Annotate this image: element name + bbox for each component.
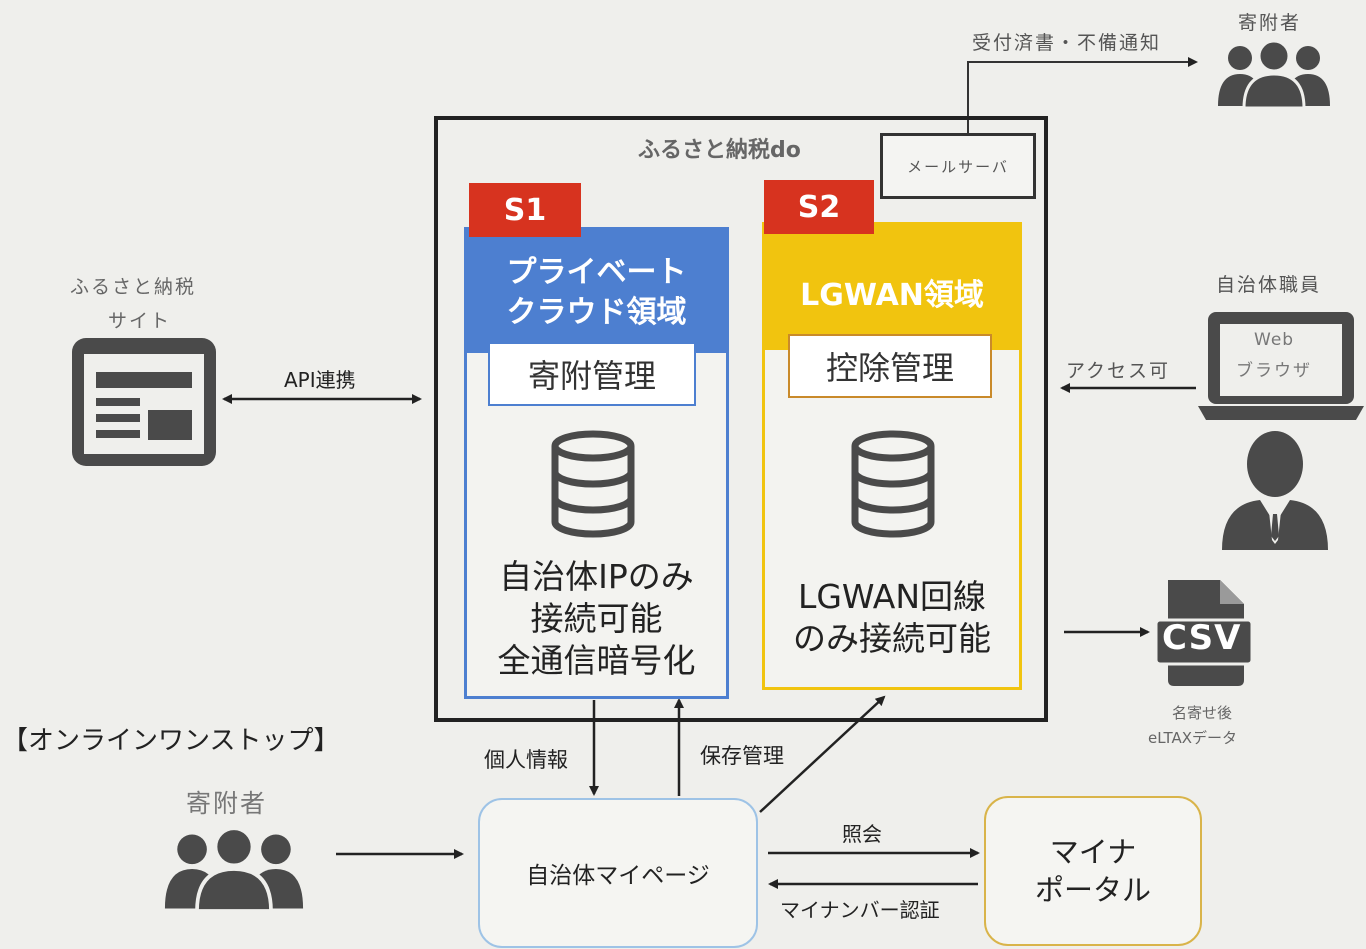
s1-header-line1: プライベート bbox=[506, 255, 687, 290]
lgwan-arrow bbox=[759, 695, 886, 813]
s1-database-icon bbox=[551, 430, 635, 538]
donor-group-icon bbox=[1218, 40, 1330, 108]
laptop-icon bbox=[1198, 312, 1364, 420]
inquiry-label: 照会 bbox=[842, 822, 882, 846]
notice-label: 受付済書・不備通知 bbox=[972, 32, 1162, 54]
staff-person-icon bbox=[1222, 431, 1328, 550]
staff-label: 自治体職員 bbox=[1216, 274, 1322, 296]
s1-description: 自治体IPのみ 接続可能 全通信暗号化 bbox=[464, 556, 729, 682]
mypage-label: 自治体マイページ bbox=[526, 863, 710, 889]
browser-label-line2: ブラウザ bbox=[1236, 361, 1312, 381]
s2-text-line2: のみ接続可能 bbox=[793, 619, 991, 658]
csv-file-icon bbox=[1156, 580, 1252, 686]
portal-label-line1: マイナ bbox=[1049, 835, 1137, 869]
storage-label: 保存管理 bbox=[700, 744, 784, 768]
notice-arrow bbox=[967, 57, 1198, 133]
section-title: 【オンラインワンストップ】 bbox=[2, 726, 340, 756]
myna-portal-box[interactable]: マイナ ポータル bbox=[984, 796, 1202, 946]
system-title: ふるさと納税do bbox=[638, 138, 801, 163]
s1-header-line2: クラウド領域 bbox=[506, 295, 687, 330]
csv-label-line1: 名寄せ後 bbox=[1172, 704, 1233, 722]
portal-label-line2: ポータル bbox=[1034, 873, 1151, 907]
mypage-box[interactable]: 自治体マイページ bbox=[478, 798, 758, 948]
access-label: アクセス可 bbox=[1066, 360, 1171, 382]
s1-management-label: 寄附管理 bbox=[527, 357, 656, 395]
s1-text-line3: 全通信暗号化 bbox=[497, 641, 696, 680]
site-label-line2: サイト bbox=[108, 310, 172, 332]
mynumber-auth-label: マイナンバー認証 bbox=[780, 898, 940, 922]
s1-text-line1: 自治体IPのみ bbox=[499, 557, 694, 596]
s1-text-line2: 接続可能 bbox=[530, 599, 663, 638]
s2-database-icon bbox=[851, 430, 935, 538]
csv-label-line2: eLTAXデータ bbox=[1148, 729, 1238, 747]
api-link-label: API連携 bbox=[284, 368, 356, 392]
s1-management-box: 寄附管理 bbox=[488, 342, 696, 406]
site-label-line1: ふるさと納税 bbox=[70, 276, 197, 298]
top-donor-label: 寄附者 bbox=[1238, 12, 1302, 34]
s2-text-line1: LGWAN回線 bbox=[797, 577, 987, 616]
mail-server-label: メールサーバ bbox=[907, 157, 1009, 176]
browser-label-line1: Web bbox=[1254, 330, 1295, 350]
s2-tag: S2 bbox=[764, 180, 874, 234]
system-boundary bbox=[434, 116, 1048, 722]
s1-tag: S1 bbox=[469, 183, 581, 237]
mail-server-box: メールサーバ bbox=[880, 133, 1036, 199]
personal-info-label: 個人情報 bbox=[484, 748, 568, 772]
s1-zone-header: プライベート クラウド領域 bbox=[464, 227, 729, 353]
s2-management-label: 控除管理 bbox=[825, 349, 954, 387]
website-icon bbox=[72, 338, 216, 466]
s2-management-box: 控除管理 bbox=[788, 334, 992, 398]
s2-description: LGWAN回線 のみ接続可能 bbox=[762, 576, 1022, 660]
s2-zone-header: LGWAN領域 bbox=[762, 222, 1022, 350]
s2-header: LGWAN領域 bbox=[800, 278, 984, 313]
bottom-donor-group-icon bbox=[164, 826, 304, 912]
csv-icon-text: CSV bbox=[1162, 618, 1242, 658]
bottom-donor-label: 寄附者 bbox=[186, 789, 268, 818]
